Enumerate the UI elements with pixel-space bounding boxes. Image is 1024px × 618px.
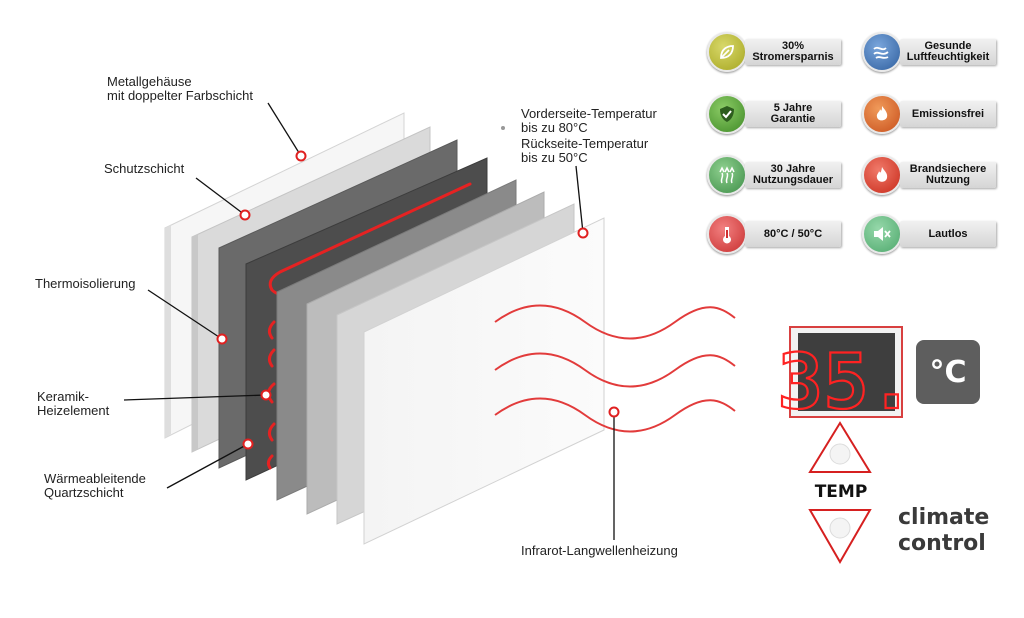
- display-value: 35.: [777, 337, 914, 426]
- temp-up-button[interactable]: [808, 421, 872, 473]
- feature-lifetime-text: 30 Jahre Nutzungsdauer: [752, 163, 834, 186]
- leader-lines: [123, 102, 615, 540]
- label-front-temp: Vorderseite-Temperatur bis zu 80°C: [521, 107, 657, 135]
- flame-icon: [862, 94, 902, 134]
- feature-humidity: Gesunde Luftfeuchtigkeit: [862, 32, 1002, 72]
- feature-fire-safe: Brandsiechere Nutzung: [862, 155, 1002, 195]
- temp-display: 35.: [776, 326, 916, 427]
- label-ceramic-line2: Heizelement: [37, 403, 110, 418]
- wave-1: [494, 304, 736, 340]
- feature-energy-saving: 30% Stromersparnis: [707, 32, 847, 72]
- small-marker: [501, 126, 505, 130]
- wave-2: [494, 352, 736, 388]
- dot-ceramic: [260, 389, 272, 401]
- dot-insulation: [216, 333, 228, 345]
- feature-silent-text: Lautlos: [928, 227, 968, 240]
- temp-label: TEMP: [814, 482, 868, 502]
- dot-infrared: [608, 406, 620, 418]
- label-quartz: Wärmeableitende Quartzschicht: [44, 472, 146, 500]
- climate-control-line1: climate: [898, 505, 990, 530]
- label-front-temp-line1: Vorderseite-Temperatur: [521, 106, 657, 121]
- wave-3: [494, 397, 736, 433]
- label-metal-housing: Metallgehäuse mit doppelter Farbschicht: [107, 75, 253, 103]
- wind-icon: [862, 32, 902, 72]
- label-ceramic-line1: Keramik-: [37, 389, 90, 404]
- feature-emission-free-text: Emissionsfrei: [911, 107, 985, 120]
- mute-speaker-icon: [862, 214, 902, 254]
- temp-down-button[interactable]: [808, 509, 872, 565]
- infrared-waves: [494, 304, 736, 433]
- label-back-temp-line1: Rückseite-Temperatur: [521, 136, 649, 151]
- leaf-icon: [707, 32, 747, 72]
- label-insulation: Thermoisolierung: [35, 276, 136, 291]
- feature-temperature-text: 80°C / 50°C: [763, 227, 823, 240]
- label-ceramic: Keramik- Heizelement: [37, 390, 109, 418]
- label-quartz-line1: Wärmeableitende: [44, 471, 146, 486]
- label-quartz-line2: Quartzschicht: [44, 485, 124, 500]
- feature-temperature: 80°C / 50°C: [707, 214, 847, 254]
- label-metal-housing-line2: mit doppelter Farbschicht: [107, 88, 253, 103]
- climate-control-line2: control: [898, 531, 986, 556]
- feature-lifetime: 30 Jahre Nutzungsdauer: [707, 155, 847, 195]
- dot-metal-housing: [295, 150, 307, 162]
- feature-warranty-text: 5 Jahre Garantie: [770, 102, 816, 125]
- celsius-unit-badge: °C: [916, 340, 980, 404]
- dot-protection: [239, 209, 251, 221]
- label-infrared: Infrarot-Langwellenheizung: [521, 543, 678, 558]
- feature-silent: Lautlos: [862, 214, 1002, 254]
- label-metal-housing-line1: Metallgehäuse: [107, 74, 192, 89]
- climate-control-text: climate control: [898, 505, 989, 557]
- feature-humidity-text: Gesunde Luftfeuchtigkeit: [906, 40, 990, 63]
- heat-waves-icon: [707, 155, 747, 195]
- feature-warranty: 5 Jahre Garantie: [707, 94, 847, 134]
- feature-fire-safe-text: Brandsiechere Nutzung: [909, 163, 987, 186]
- feature-emission-free: Emissionsfrei: [862, 94, 1002, 134]
- dot-quartz: [242, 438, 254, 450]
- label-back-temp: Rückseite-Temperatur bis zu 50°C: [521, 137, 648, 165]
- label-front-temp-line2: bis zu 80°C: [521, 120, 588, 135]
- thermometer-icon: [707, 214, 747, 254]
- label-back-temp-line2: bis zu 50°C: [521, 150, 588, 165]
- dot-front-temp: [577, 227, 589, 239]
- layer-front-panel: [363, 217, 605, 545]
- label-protection: Schutzschicht: [104, 161, 185, 176]
- fire-icon: [862, 155, 902, 195]
- leader-dots: [216, 150, 620, 450]
- feature-energy-saving-text: 30% Stromersparnis: [752, 40, 834, 63]
- shield-check-icon: [707, 94, 747, 134]
